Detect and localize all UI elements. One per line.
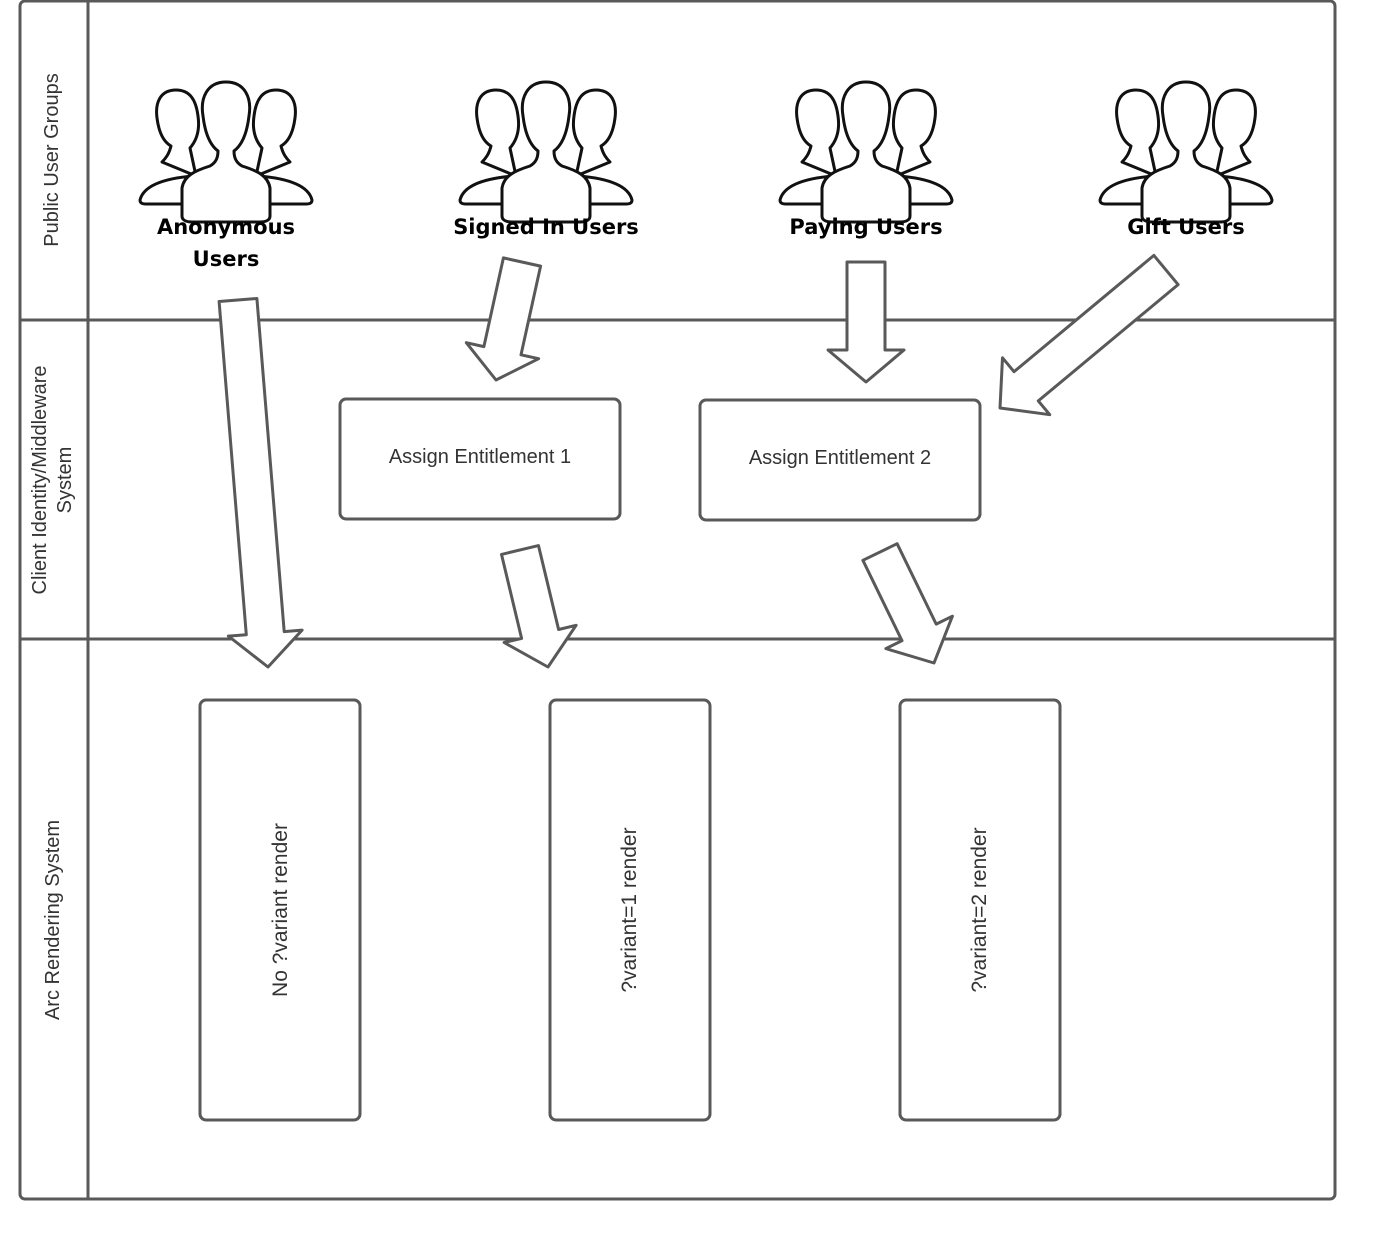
entitlement-label-1: Assign Entitlement 1 (389, 446, 571, 468)
flow-arrow-anonymous-to-no-variant (217, 297, 304, 669)
user-group-label-anonymous-line2: Users (193, 247, 260, 271)
users-group-icon (1098, 80, 1274, 224)
user-group-label-gift: Gift Users (1127, 215, 1245, 239)
entitlement-box-2: Assign Entitlement 2 (698, 398, 982, 522)
render-label-no-variant: No ?variant render (269, 823, 292, 997)
render-box-no-variant: No ?variant render (198, 698, 362, 1122)
entitlement-label-2: Assign Entitlement 2 (749, 447, 931, 469)
lane-arc: Arc Rendering System (42, 820, 64, 1020)
entitlement-box-1: Assign Entitlement 1 (338, 397, 622, 521)
diagram-frame (18, 0, 1337, 1201)
render-box-variant-2: ?variant=2 render (898, 698, 1062, 1122)
lane-label-arc: Arc Rendering System (42, 820, 64, 1020)
render-box-variant-1: ?variant=1 render (548, 698, 712, 1122)
flow-arrow-gift-to-entitlement-2 (998, 253, 1180, 417)
users-group-icon (778, 80, 954, 224)
users-group-icon (138, 80, 314, 224)
lane-label-middleware-line2: System (54, 447, 76, 514)
flow-arrow-paying-to-entitlement-2 (826, 260, 906, 384)
render-label-variant-2: ?variant=2 render (968, 827, 991, 992)
user-group-label-paying: Paying Users (789, 215, 942, 239)
users-group-icon (458, 80, 634, 224)
user-group-label-signed-in: Signed In Users (453, 215, 639, 239)
user-group-label-anonymous-line1: Anonymous (157, 215, 295, 239)
lane-middleware: Client Identity/Middleware System (29, 366, 76, 595)
flow-arrow-entitlement-1-to-variant-1 (500, 544, 578, 669)
flow-arrow-entitlement-2-to-variant-2 (861, 542, 954, 665)
lane-public: Public User Groups (41, 73, 63, 246)
render-label-variant-1: ?variant=1 render (618, 827, 641, 992)
lane-label-middleware-line1: Client Identity/Middleware (29, 366, 51, 595)
flow-arrow-signed-in-to-entitlement-1 (464, 256, 543, 382)
flow-arrows (217, 253, 1180, 669)
lane-label-public: Public User Groups (41, 73, 63, 246)
